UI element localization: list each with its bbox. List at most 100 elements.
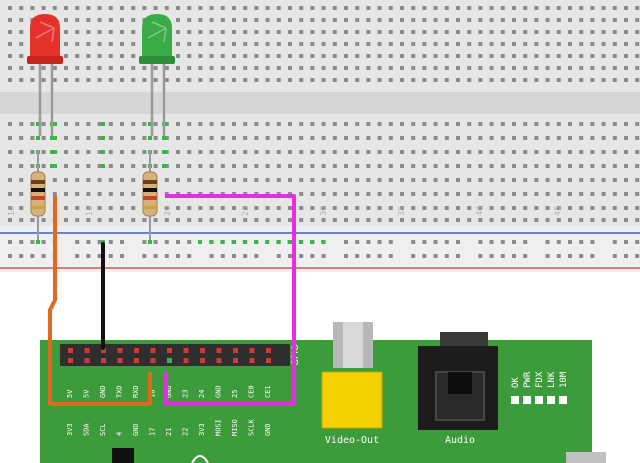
breadboard-hole — [120, 136, 124, 140]
breadboard-hole — [590, 42, 595, 46]
pin-label: 3V3 — [198, 423, 206, 436]
gpio-pin-top — [117, 348, 123, 353]
breadboard-hole — [388, 218, 393, 222]
breadboard-hole — [400, 18, 404, 22]
breadboard-hole — [411, 54, 416, 58]
breadboard-hole — [512, 66, 516, 70]
breadboard-hole — [590, 18, 595, 22]
breadboard-hole — [64, 78, 68, 82]
breadboard-hole — [19, 78, 24, 82]
board-component — [112, 448, 134, 463]
gpio-pin-top — [249, 348, 255, 353]
breadboard-hole — [377, 78, 382, 82]
breadboard-hole — [512, 206, 516, 210]
status-led-label: FDX — [535, 371, 545, 388]
breadboard-hole — [164, 218, 169, 222]
breadboard-hole — [64, 122, 68, 126]
breadboard-hole — [568, 30, 572, 34]
breadboard-hole — [265, 6, 270, 10]
breadboard-hole — [579, 6, 584, 10]
breadboard-hole — [19, 164, 24, 168]
breadboard-hole — [288, 164, 292, 168]
breadboard-hole — [254, 54, 259, 58]
breadboard-hole — [366, 66, 371, 70]
breadboard-hole — [612, 6, 617, 10]
breadboard-hole — [422, 192, 427, 196]
breadboard-hole — [176, 30, 180, 34]
breadboard-hole — [276, 206, 281, 210]
breadboard-hole — [120, 42, 124, 46]
breadboard-hole — [310, 78, 315, 82]
breadboard-hole — [75, 6, 80, 10]
rail-hole — [97, 240, 102, 244]
breadboard-hole — [388, 78, 393, 82]
breadboard-hole — [75, 178, 80, 182]
breadboard-hole — [478, 206, 483, 210]
breadboard-hole — [86, 164, 91, 168]
breadboard-hole — [355, 122, 360, 126]
breadboard-hole — [500, 122, 505, 126]
breadboard-hole — [534, 30, 539, 34]
breadboard-hole — [153, 122, 158, 126]
breadboard-hole — [590, 30, 595, 34]
breadboard-hole — [444, 178, 449, 182]
breadboard-hole — [187, 136, 192, 140]
breadboard-hole — [612, 206, 617, 210]
breadboard-hole — [131, 136, 136, 140]
rail-hole — [108, 240, 113, 244]
breadboard-hole — [366, 6, 371, 10]
pin-label: 21 — [165, 428, 173, 436]
breadboard-hole — [310, 206, 315, 210]
breadboard-hole — [86, 42, 91, 46]
breadboard-hole — [512, 164, 516, 168]
breadboard-hole — [243, 122, 248, 126]
gpio-pin-bottom — [233, 358, 238, 363]
breadboard-hole — [108, 164, 113, 168]
rail-hole — [299, 254, 304, 258]
breadboard-hole — [299, 206, 304, 210]
breadboard-hole — [612, 150, 617, 154]
breadboard-hole — [288, 122, 292, 126]
breadboard-hole — [332, 122, 337, 126]
breadboard-hole — [422, 78, 427, 82]
breadboard-hole — [579, 164, 584, 168]
breadboard-hole — [624, 30, 628, 34]
breadboard-hole — [489, 164, 494, 168]
breadboard-hole — [489, 42, 494, 46]
breadboard-hole — [422, 30, 427, 34]
breadboard-hole — [344, 18, 348, 22]
breadboard-hole — [310, 192, 315, 196]
breadboard-hole — [30, 66, 35, 70]
breadboard-hole — [568, 42, 572, 46]
breadboard-hole — [456, 192, 460, 196]
breadboard-hole — [131, 178, 136, 182]
breadboard-hole — [86, 18, 91, 22]
breadboard-hole — [400, 66, 404, 70]
breadboard-hole — [265, 66, 270, 70]
status-led-label: PWR — [523, 371, 533, 388]
breadboard-hole — [579, 54, 584, 58]
gpio-pin-bottom — [134, 358, 139, 363]
breadboard-hole — [176, 18, 180, 22]
breadboard-hole — [142, 164, 147, 168]
rail-hole — [187, 240, 192, 244]
breadboard-hole — [411, 178, 416, 182]
gpio-pin-top — [266, 348, 271, 353]
breadboard-hole — [288, 18, 292, 22]
breadboard-hole — [400, 192, 404, 196]
breadboard-hole — [232, 42, 236, 46]
breadboard-hole — [310, 42, 315, 46]
breadboard-hole — [310, 6, 315, 10]
breadboard-hole — [108, 54, 113, 58]
breadboard-hole — [500, 78, 505, 82]
rail-hole — [86, 254, 91, 258]
rail-hole — [568, 254, 572, 258]
breadboard-hole — [220, 78, 225, 82]
breadboard-hole — [489, 150, 494, 154]
status-led — [559, 396, 567, 404]
breadboard-hole — [8, 78, 12, 82]
breadboard-hole — [220, 178, 225, 182]
breadboard-hole — [366, 164, 371, 168]
